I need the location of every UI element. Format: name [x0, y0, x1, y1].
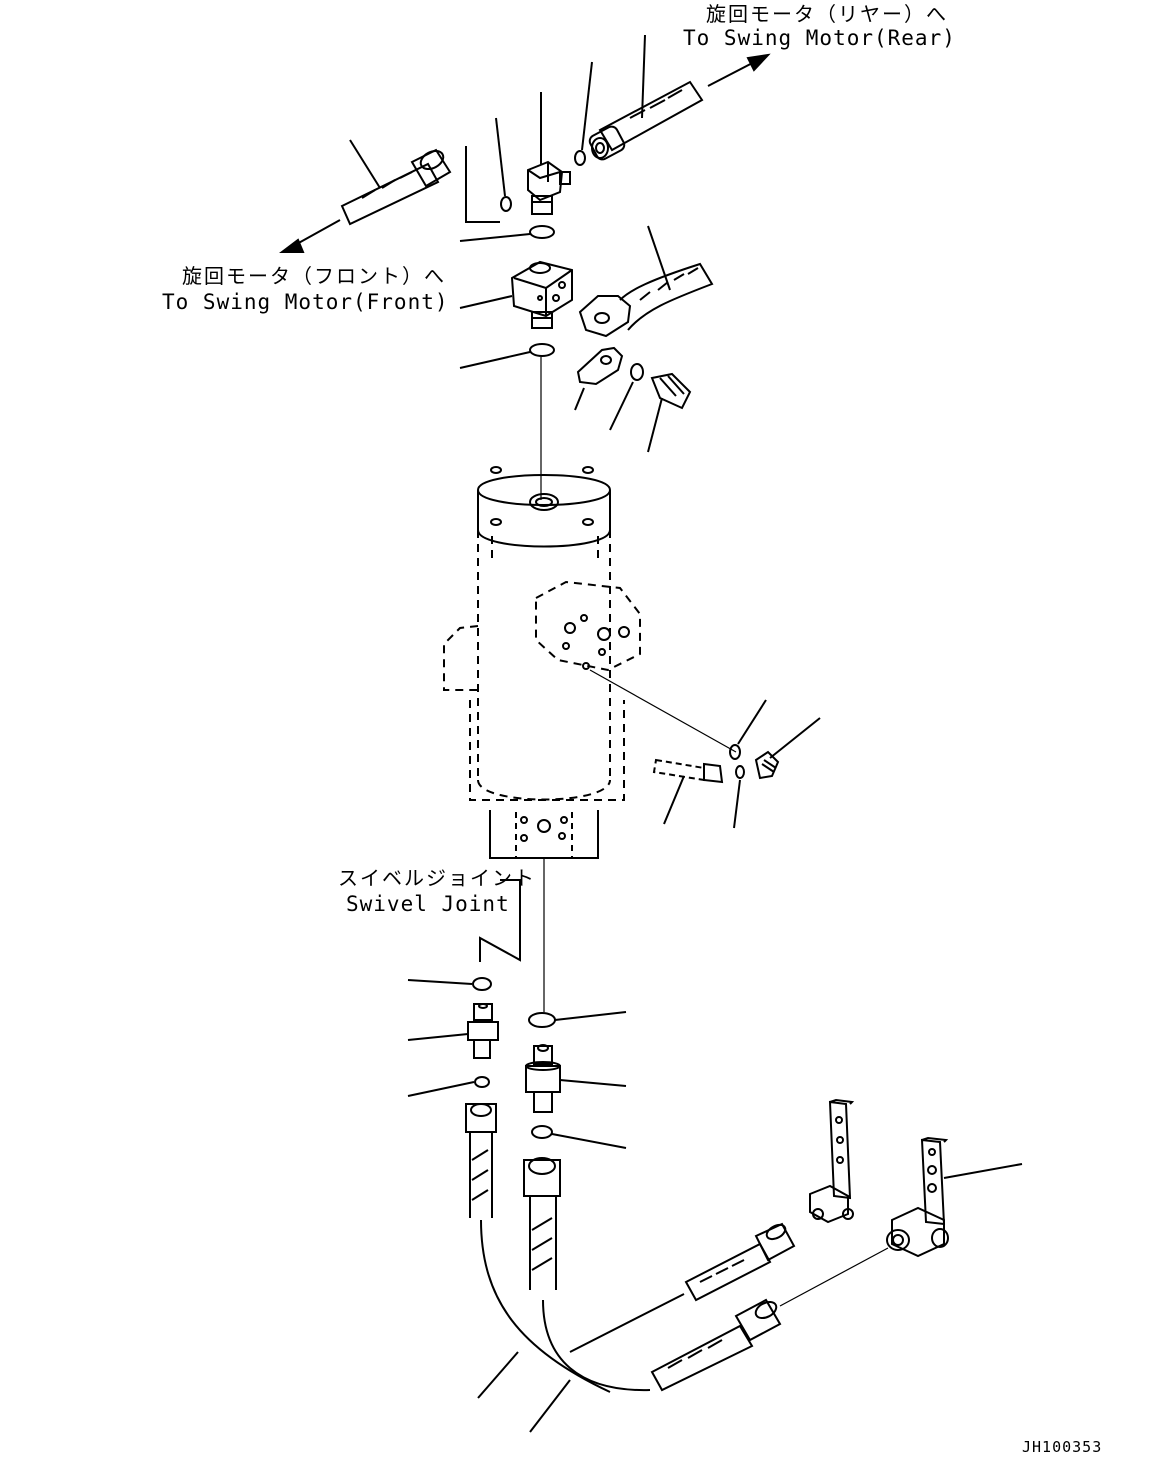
adapter-left — [408, 1004, 498, 1058]
hose-to-front-motor — [342, 140, 450, 224]
o-ring-bottom-center-2 — [532, 1126, 626, 1148]
hose-bottom-center — [524, 1158, 650, 1432]
hose-bottom-left — [466, 1104, 610, 1398]
elbow-fitting-top — [528, 92, 570, 214]
arrow-to-front-motor — [282, 220, 340, 252]
split-flange-lower — [575, 348, 622, 410]
hose-to-rear-motor — [588, 35, 702, 162]
hose-bottom-right-2 — [652, 1248, 888, 1390]
o-ring-mid-2 — [460, 344, 554, 500]
o-ring-bottom-center-1 — [529, 1012, 626, 1027]
swivel-joint-body — [444, 467, 736, 858]
arrow-to-rear-motor — [708, 55, 768, 86]
label-rear-motor-jp: 旋回モータ（リヤー）へ — [706, 2, 948, 26]
hose-bottom-right-1 — [570, 1222, 794, 1352]
o-ring-small-left — [496, 118, 511, 211]
o-ring-right — [730, 700, 766, 759]
label-rear-motor-en: To Swing Motor(Rear) — [683, 26, 956, 50]
flange-bolt — [648, 374, 690, 452]
hose-flange-side — [620, 226, 712, 330]
plug-fitting-right — [756, 718, 820, 778]
drawing-code: JH100353 — [1022, 1438, 1103, 1456]
washer — [610, 364, 643, 430]
o-ring-top — [575, 62, 592, 165]
label-front-motor-en: To Swing Motor(Front) — [162, 290, 449, 314]
o-ring-mid-1 — [460, 226, 554, 241]
o-ring-right-2 — [734, 766, 744, 828]
split-flange-upper — [580, 296, 630, 336]
o-ring-bottom-left-1 — [408, 978, 491, 990]
label-swivel-joint-jp: スイベルジョイント — [338, 866, 536, 890]
bolt-right — [654, 760, 722, 824]
block-fitting — [460, 262, 572, 328]
label-swivel-joint-en: Swivel Joint — [346, 892, 510, 916]
o-ring-bottom-left-2 — [408, 1077, 489, 1096]
label-front-motor-jp: 旋回モータ（フロント）へ — [182, 264, 446, 288]
bracket-tee-small — [810, 1100, 853, 1222]
adapter-center — [526, 1045, 626, 1112]
bracket-tee-large — [887, 1138, 1022, 1256]
